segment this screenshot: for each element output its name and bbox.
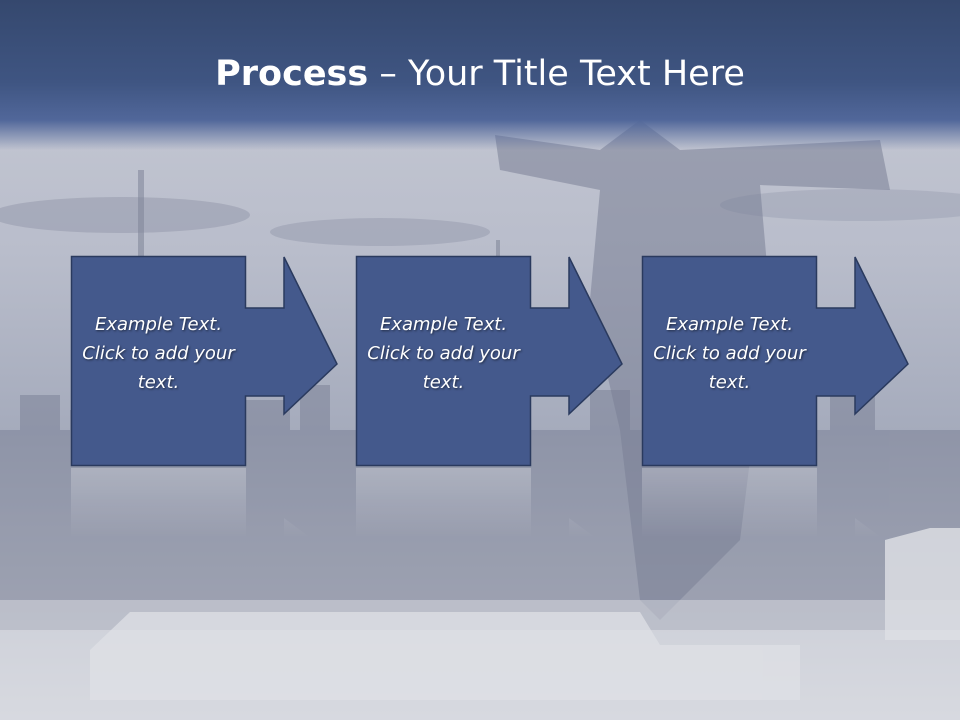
step-2-shape bbox=[355, 255, 623, 467]
step-1-text[interactable]: Example Text. Click to add your text. bbox=[82, 314, 235, 393]
step-2-text[interactable]: Example Text. Click to add your text. bbox=[367, 314, 520, 393]
step-3-reflection bbox=[642, 468, 882, 538]
title-rest: – Your Title Text Here bbox=[368, 54, 745, 94]
arrow-right-icon bbox=[641, 255, 909, 467]
step-3-text[interactable]: Example Text. Click to add your text. bbox=[653, 314, 806, 393]
step-2-reflection bbox=[356, 468, 596, 538]
arrow-right-icon bbox=[70, 255, 338, 467]
process-step-3[interactable]: Example Text. Click to add your text. bbox=[641, 255, 909, 467]
slide-title[interactable]: Process – Your Title Text Here bbox=[0, 52, 960, 96]
title-band bbox=[0, 0, 960, 150]
step-3-shape bbox=[641, 255, 909, 467]
process-step-2[interactable]: Example Text. Click to add your text. bbox=[355, 255, 623, 467]
step-1-reflection bbox=[71, 468, 311, 538]
title-bold: Process bbox=[215, 54, 369, 94]
step-1-shape bbox=[70, 255, 338, 467]
process-step-1[interactable]: Example Text. Click to add your text. bbox=[70, 255, 338, 467]
arrow-right-icon bbox=[355, 255, 623, 467]
